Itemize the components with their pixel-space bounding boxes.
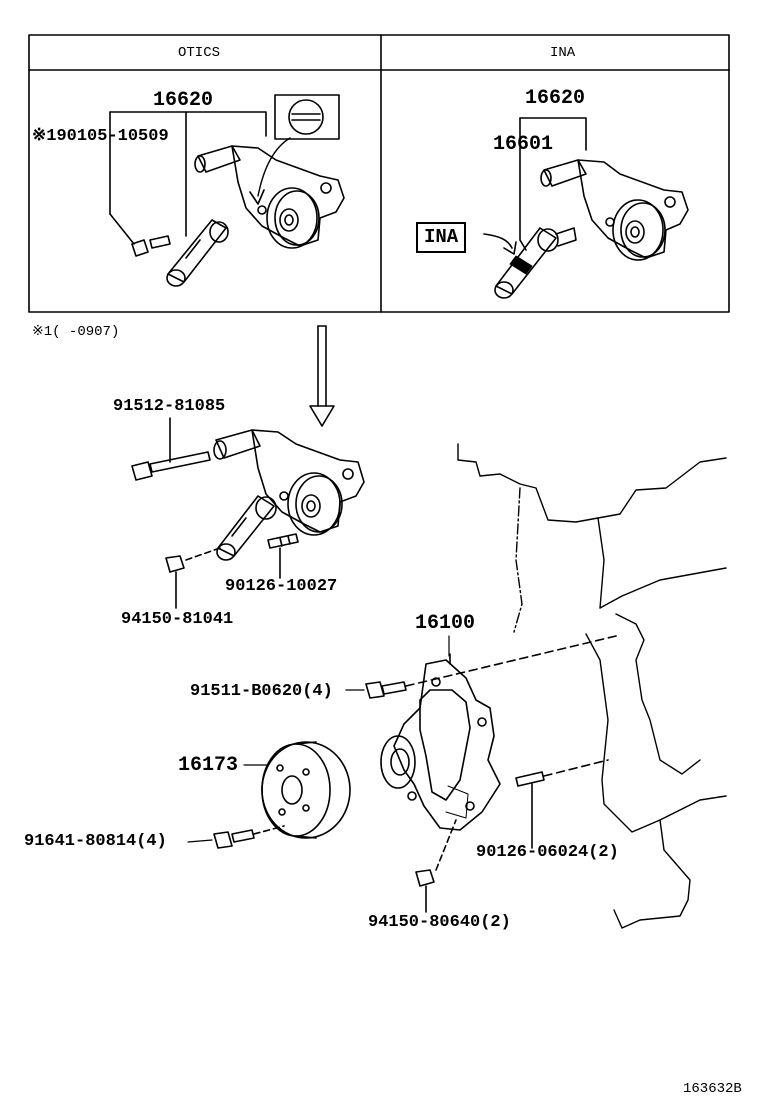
pulley-bolt-part-number: 91641-80814(4) <box>24 832 167 851</box>
otics-header: OTICS <box>178 45 221 61</box>
pulley-drawing <box>213 741 351 849</box>
ina-header: INA <box>550 45 576 61</box>
otics-tensioner-part-number: 16620 <box>153 89 214 112</box>
pump-nut-part-number: 94150-80640(2) <box>368 913 511 932</box>
otics-tensioner-drawing <box>109 111 345 287</box>
pump-stud-part-number: 90126-06024(2) <box>476 843 619 862</box>
ina-tensioner-part-number: 16620 <box>525 87 586 110</box>
ina-damper-part-number: 16601 <box>493 133 554 156</box>
ina-tensioner-drawing <box>483 117 689 299</box>
pulley-part-number: 16173 <box>178 754 239 777</box>
tensioner-assembly-drawing <box>131 417 365 609</box>
long-bolt-part-number: 91512-81085 <box>113 397 226 416</box>
water-pump-part-number: 16100 <box>415 612 476 635</box>
otics-bolt-part-number: ※190105-10509 <box>32 127 169 146</box>
engine-block-outline <box>457 443 727 929</box>
tensioner-nut-part-number: 94150-81041 <box>121 610 234 629</box>
drawing-id: 163632B <box>683 1081 742 1097</box>
slot-head-detail-icon <box>274 94 340 140</box>
ina-callout-box: INA <box>416 222 467 253</box>
variant-table-frame <box>28 34 730 313</box>
water-pump-drawing <box>365 635 617 913</box>
pump-bolt-part-number: 91511-B0620(4) <box>190 682 333 701</box>
label-leaders <box>187 635 450 843</box>
tensioner-stud-part-number: 90126-10027 <box>225 577 338 596</box>
footnote: ※1( -0907) <box>32 324 120 340</box>
assembly-arrow <box>309 325 335 427</box>
